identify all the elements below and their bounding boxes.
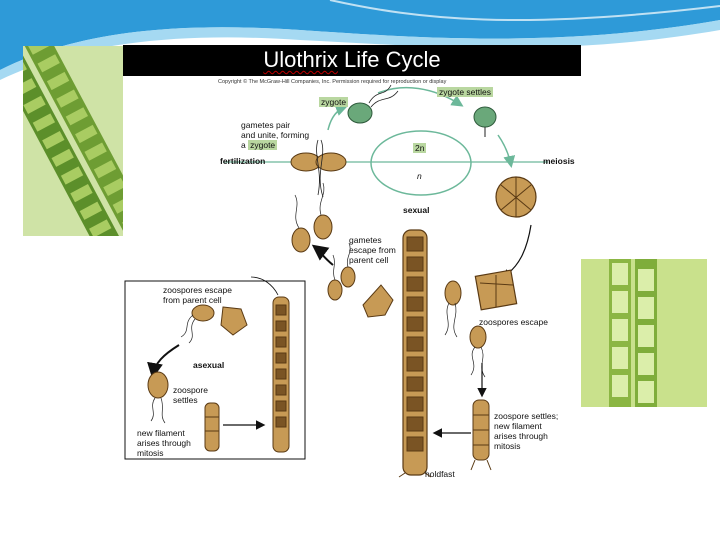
label-zygote-settles: zygote settles (437, 87, 493, 97)
label-zoospore-settles-new-filament: zoospore settles; new filament arises th… (494, 411, 559, 451)
label-gametes-escape: gametes escape from parent cell (349, 235, 396, 265)
ulothrix-micrograph-left (23, 46, 123, 236)
ulothrix-micrograph-right (569, 259, 707, 407)
label-asexual: asexual (193, 360, 225, 370)
header-swoosh-decoration (0, 0, 720, 80)
diagram-artwork (124, 84, 548, 478)
label-2n: 2n (413, 143, 427, 153)
label-meiosis: meiosis (543, 156, 575, 166)
label-sexual: sexual (403, 205, 430, 215)
label-n: n (417, 171, 422, 181)
label-zoospores-escape: zoospores escape (479, 317, 548, 327)
label-holdfast: holdfast (425, 469, 455, 479)
life-cycle-diagram: Copyright © The McGraw-Hill Companies, I… (123, 45, 581, 479)
label-new-filament-asexual: new filament arises through mitosis (137, 428, 191, 458)
copyright-notice: Copyright © The McGraw-Hill Companies, I… (218, 79, 447, 85)
label-zoospore-settles: zoospore settles (173, 385, 208, 405)
slide-title: Ulothrix Life Cycle (263, 47, 441, 72)
label-gametes-pair: gametes pair and unite, forming a zygote (241, 120, 310, 150)
label-zoospores-escape-parent: zoospores escape from parent cell (163, 285, 232, 305)
slide-title-bar: Ulothrix Life Cycle (123, 45, 581, 76)
label-zygote: zygote (319, 97, 349, 107)
label-fertilization: fertilization (220, 156, 266, 166)
